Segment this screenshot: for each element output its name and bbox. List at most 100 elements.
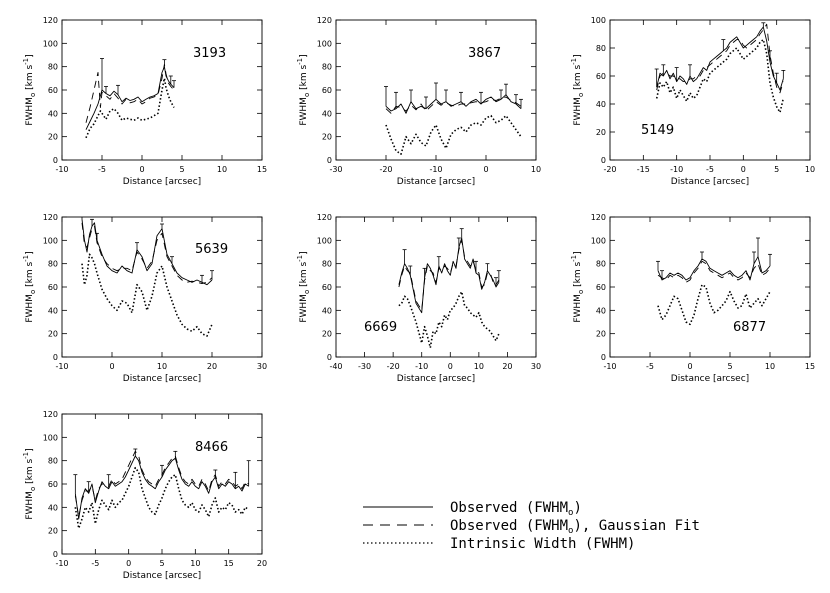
y-axis-label-part: ]: [573, 251, 583, 255]
x-tick-label: 0: [126, 559, 131, 568]
x-tick-label: 5: [774, 165, 779, 174]
y-axis-label-part: [km s: [25, 459, 35, 487]
y-tick-label: 0: [53, 550, 58, 559]
y-axis-label-part: [km s: [299, 262, 309, 290]
x-tick-label: -5: [91, 559, 99, 568]
y-axis-label-part: o: [29, 290, 37, 294]
x-axis-label: Distance [arcsec]: [397, 177, 475, 187]
plot-area: [384, 82, 523, 155]
x-tick-label: 20: [257, 559, 267, 568]
y-tick-label: 0: [53, 156, 58, 165]
x-tick-label: -20: [603, 165, 616, 174]
series-solid: [656, 26, 784, 91]
y-axis-label-part: [km s: [573, 65, 583, 93]
series-solid: [81, 219, 213, 286]
y-tick-label: 20: [322, 133, 332, 142]
y-tick-label: 60: [322, 283, 332, 292]
series-dotted: [85, 77, 175, 139]
y-tick-label: 80: [596, 260, 606, 269]
x-tick-label: 5: [159, 559, 164, 568]
x-tick-label: 10: [190, 559, 200, 568]
y-tick-label: 40: [322, 109, 332, 118]
y-tick-label: 40: [322, 306, 332, 315]
series-dotted: [398, 290, 500, 349]
plot-frame: [335, 216, 537, 358]
x-axis-label: Distance [arcsec]: [397, 374, 475, 384]
panel-annotation: 6877: [733, 320, 766, 335]
y-tick-label: 120: [591, 213, 606, 222]
x-tick-label: -30: [358, 362, 371, 371]
y-tick-label: 20: [596, 128, 606, 137]
y-axis-label-part: [km s: [25, 262, 35, 290]
x-tick-label: 5: [179, 165, 184, 174]
plot-frame: [61, 19, 263, 161]
y-axis-label-part: o: [29, 487, 37, 491]
y-tick-label: 100: [591, 236, 606, 245]
x-tick-label: 20: [502, 362, 512, 371]
y-tick-label: 120: [317, 213, 332, 222]
y-tick-label: 100: [43, 433, 58, 442]
y-axis-label-part: ]: [25, 54, 35, 58]
y-tick-label: 40: [596, 306, 606, 315]
y-tick-label: 20: [48, 527, 58, 536]
y-tick-label: 40: [48, 306, 58, 315]
x-axis-label: Distance [arcsec]: [123, 571, 201, 581]
y-axis-label: FWHMo [km s-1]: [22, 54, 37, 125]
series-dotted: [385, 114, 522, 155]
x-tick-label: -5: [706, 165, 714, 174]
y-axis-label-part: o: [303, 93, 311, 97]
x-tick-label: -5: [98, 165, 106, 174]
plot-frame: [61, 216, 263, 358]
y-tick-label: 80: [322, 63, 332, 72]
y-axis-label-part: -1: [22, 255, 30, 262]
x-tick-label: 10: [531, 165, 541, 174]
y-axis-label-part: -1: [296, 255, 304, 262]
y-axis-label-part: [km s: [573, 262, 583, 290]
y-tick-label: 60: [596, 283, 606, 292]
y-tick-label: 120: [43, 213, 58, 222]
plot-area: [398, 228, 501, 349]
y-axis-label-part: ]: [299, 251, 309, 255]
y-tick-label: 120: [43, 16, 58, 25]
y-tick-label: 60: [322, 86, 332, 95]
y-tick-label: 80: [48, 260, 58, 269]
y-tick-label: 40: [48, 503, 58, 512]
legend-solid-label: Observed (FWHMo): [450, 500, 582, 518]
y-tick-label: 0: [601, 156, 606, 165]
y-tick-label: 20: [48, 330, 58, 339]
x-tick-label: 5: [727, 362, 732, 371]
x-tick-label: -10: [55, 559, 68, 568]
y-axis-label-part: [km s: [25, 65, 35, 93]
y-tick-label: 100: [43, 39, 58, 48]
panel-annotation: 8466: [195, 440, 228, 455]
y-tick-label: 80: [48, 63, 58, 72]
x-tick-label: -20: [387, 362, 400, 371]
y-tick-label: 80: [322, 260, 332, 269]
y-tick-label: 20: [596, 330, 606, 339]
x-tick-label: 0: [109, 362, 114, 371]
y-tick-label: 100: [317, 236, 332, 245]
y-axis-label-part: o: [303, 290, 311, 294]
series-dashed: [81, 222, 213, 284]
x-tick-label: 20: [207, 362, 217, 371]
series-dashed: [385, 96, 522, 114]
legend: Observed (FWHMo) Observed (FWHMo), Gauss…: [363, 500, 700, 552]
y-tick-label: 80: [48, 457, 58, 466]
x-tick-label: -10: [670, 165, 683, 174]
y-tick-label: 0: [327, 353, 332, 362]
x-tick-label: 10: [474, 362, 484, 371]
y-tick-label: 20: [322, 330, 332, 339]
x-axis-label: Distance [arcsec]: [671, 374, 749, 384]
plot-frame: [609, 216, 811, 358]
y-axis-label-part: o: [577, 290, 585, 294]
y-axis-label: FWHMo [km s-1]: [570, 251, 585, 322]
y-axis-label-part: ]: [25, 448, 35, 452]
x-axis-label: Distance [arcsec]: [671, 177, 749, 187]
y-axis-label: FWHMo [km s-1]: [22, 448, 37, 519]
y-tick-label: 40: [596, 100, 606, 109]
